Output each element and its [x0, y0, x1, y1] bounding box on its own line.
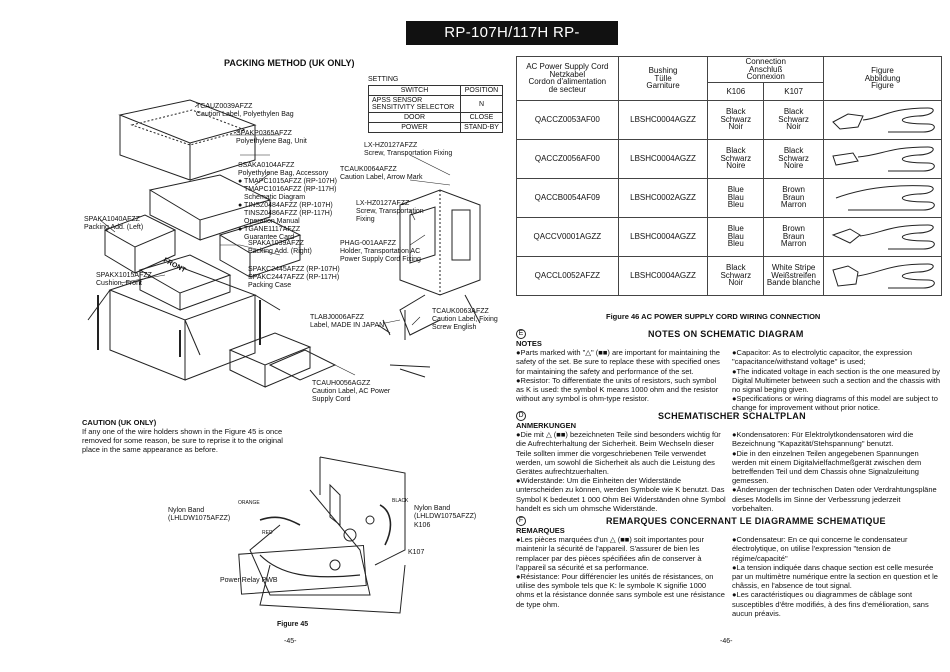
- k106-label: K106: [414, 522, 431, 529]
- section-d-title: SCHEMATISCHER SCHALTPLAN: [658, 411, 806, 421]
- note-text: ●Résistance: Pour différencier les unité…: [516, 572, 725, 609]
- table-header-bushing: Bushing Tülle Garniture: [617, 56, 709, 101]
- section-e-title: NOTES ON SCHEMATIC DIAGRAM: [648, 329, 804, 339]
- note-text: ●Les caractéristiques ou diagrammes de c…: [732, 590, 929, 618]
- plug-figure-1: [823, 99, 942, 140]
- wire-black: BLACK: [392, 498, 409, 504]
- table-header-figure: Figure Abbildung Figure: [823, 56, 942, 101]
- plug-figure-4: [823, 216, 942, 257]
- table-header-connection: Connection Anschluß Connexion: [707, 56, 825, 83]
- note-text: ●The indicated voltage in each section i…: [732, 366, 941, 395]
- note-text: ●Condensateur: En ce qui concerne le con…: [732, 535, 908, 563]
- cord-figure-3: [823, 177, 942, 218]
- figure46-caption: Figure 46 AC POWER SUPPLY CORD WIRING CO…: [606, 312, 821, 321]
- relay-label: Power Relay PWB: [220, 577, 278, 584]
- table-header-cord: AC Power Supply Cord Netzkabel Cordon d'…: [516, 56, 619, 101]
- lang-mark-d: D: [516, 411, 526, 421]
- page-number-45: -45-: [284, 638, 297, 645]
- wire-orange: ORANGE: [238, 500, 260, 506]
- packing-title: PACKING METHOD (UK ONLY): [224, 58, 355, 68]
- wire-red: RED: [262, 530, 273, 536]
- note-text: ●Die mit △ (■■) bezeichneten Teile sind …: [516, 430, 721, 477]
- section-d: D SCHEMATISCHER SCHALTPLAN ANMERKUNGEN ●D…: [516, 411, 942, 513]
- note-text: ●Parts marked with "△" (■■) are importan…: [516, 348, 720, 376]
- caution-body: If any one of the wire holders shown in …: [82, 427, 283, 454]
- figure45-caption: Figure 45: [277, 621, 309, 628]
- section-e-head: NOTES: [516, 339, 542, 348]
- cord-table: AC Power Supply Cord Netzkabel Cordon d'…: [516, 56, 942, 296]
- caution-title: CAUTION (UK ONLY): [82, 418, 157, 427]
- note-text: ●Änderungen der technischen Daten oder V…: [732, 485, 937, 513]
- note-text: ●Specifications or wiring diagrams of th…: [732, 394, 938, 413]
- packing-diagram: [87, 99, 481, 388]
- note-text: ●Les pièces marquées d'un △ (■■) soit im…: [516, 535, 704, 572]
- lang-mark-f: F: [516, 516, 526, 526]
- table-header-k106: K106: [707, 81, 765, 101]
- caution-block: CAUTION (UK ONLY) If any one of the wire…: [82, 418, 292, 454]
- section-e: E NOTES ON SCHEMATIC DIAGRAM NOTES ●Parts…: [516, 329, 942, 413]
- note-text: ●Kondensatoren: Für Elektrolytkondensato…: [732, 430, 914, 449]
- section-d-head: ANMERKUNGEN: [516, 421, 576, 430]
- setting-cell: POSITION: [460, 85, 503, 96]
- plug-figure-5: [823, 255, 942, 296]
- note-text: ●Widerstände: Um die Einheiten der Wider…: [516, 476, 726, 513]
- note-text: ●Capacitor: As to electrolytic capacitor…: [732, 348, 913, 367]
- note-text: ●Die in den einzelnen Teilen angegebenen…: [732, 448, 922, 486]
- page-number-46: -46-: [720, 638, 733, 645]
- setting-heading: SETTING: [368, 76, 399, 83]
- section-f-title: REMARQUES CONCERNANT LE DIAGRAMME SCHEMA…: [606, 516, 886, 526]
- section-f-head: REMARQUES: [516, 526, 565, 535]
- nylon-band-left: Nylon Band (LHLDW1075AFZZ): [168, 507, 231, 522]
- plug-figure-2: [823, 138, 942, 179]
- section-f: F REMARQUES CONCERNANT LE DIAGRAMME SCHEM…: [516, 516, 942, 618]
- note-text: ●La tension indiquée dans chaque section…: [732, 562, 938, 591]
- lang-mark-e: E: [516, 329, 526, 339]
- setting-cell: STAND-BY: [460, 122, 503, 133]
- note-text: ●Resistor: To differentiate the units of…: [516, 375, 719, 404]
- k107-label: K107: [408, 549, 425, 556]
- nylon-band-right: Nylon Band (LHLDW1075AFZZ): [414, 505, 477, 520]
- model-banner: RP-107H/117H RP-107H/117H: [406, 21, 618, 65]
- relay-pwb-figure: [238, 456, 406, 614]
- table-header-k107: K107: [763, 81, 825, 101]
- setting-cell: SWITCH: [368, 85, 461, 96]
- label-spakc: SPAKC2445AFZZ (RP-107H)SPAKC2447AFZZ (RP…: [248, 266, 340, 289]
